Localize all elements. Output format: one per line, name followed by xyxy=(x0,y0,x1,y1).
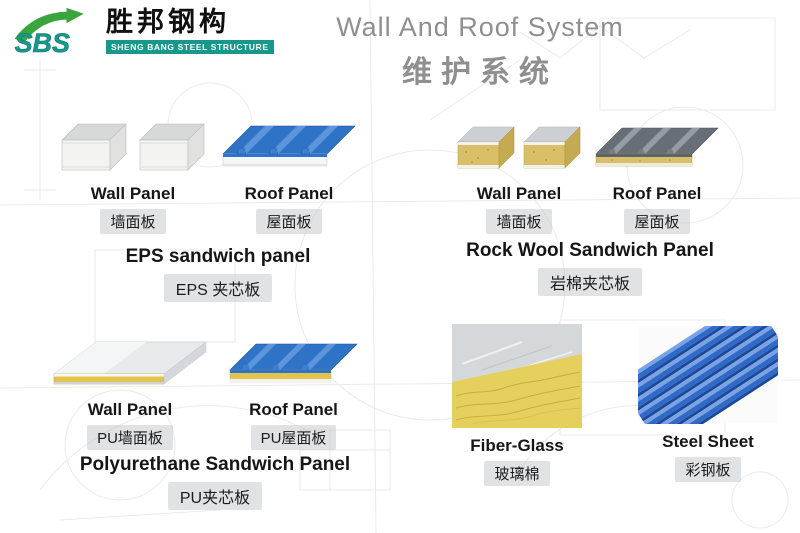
section-rock-wool-heading: Rock Wool Sandwich Panel 岩棉夹芯板 xyxy=(430,240,750,296)
section-title-zh: 岩棉夹芯板 xyxy=(537,268,642,296)
section-eps-heading: EPS sandwich panel EPS 夹芯板 xyxy=(63,246,373,302)
product-label-zh: 彩钢板 xyxy=(675,457,741,482)
product-steel-sheet: Steel Sheet 彩钢板 xyxy=(638,326,778,482)
pu-wall-panel-image xyxy=(50,336,210,392)
section-title-en: EPS sandwich panel xyxy=(125,246,311,267)
company-logo: SBS 胜邦钢构 SHENG BANG STEEL STRUCTURE xyxy=(10,6,274,56)
section-title-zh: PU夹芯板 xyxy=(167,482,263,510)
section-title-en: Rock Wool Sandwich Panel xyxy=(466,240,714,261)
logo-abbr: SBS xyxy=(15,28,70,56)
page-header: Wall And Roof System 维护系统 xyxy=(160,12,800,91)
eps-wall-panel-image xyxy=(58,118,208,176)
product-label-zh: 屋面板 xyxy=(624,209,690,234)
product-label-en: Fiber-Glass xyxy=(470,436,564,455)
product-label-zh: 墙面板 xyxy=(486,209,552,234)
product-label-zh: 屋面板 xyxy=(256,209,322,234)
section-title-zh: EPS 夹芯板 xyxy=(163,274,273,302)
section-title-en: Polyurethane Sandwich Panel xyxy=(79,454,351,475)
product-label-en: Wall Panel xyxy=(87,400,173,419)
rock-wool-roof-panel-image xyxy=(592,116,722,176)
product-pu-wall-panel: Wall Panel PU墙面板 xyxy=(50,336,210,450)
product-label-zh: 玻璃棉 xyxy=(484,461,550,486)
product-pu-roof-panel: Roof Panel PU屋面板 xyxy=(226,332,361,450)
product-eps-wall-panel: Wall Panel 墙面板 xyxy=(58,118,208,234)
product-label-zh: 墙面板 xyxy=(100,209,166,234)
eps-roof-panel-image xyxy=(219,112,359,176)
product-fiber-glass: Fiber-Glass 玻璃棉 xyxy=(452,324,582,486)
product-eps-roof-panel: Roof Panel 屋面板 xyxy=(219,112,359,234)
logo-text: 胜邦钢构 SHENG BANG STEEL STRUCTURE xyxy=(106,7,274,54)
product-label-en: Roof Panel xyxy=(244,184,334,203)
company-name-en: SHENG BANG STEEL STRUCTURE xyxy=(106,39,274,54)
sbs-logo-icon: SBS xyxy=(14,7,84,56)
product-label-en: Roof Panel xyxy=(612,184,702,203)
product-label-en: Wall Panel xyxy=(90,184,176,203)
rock-wool-wall-panel-image xyxy=(454,122,584,176)
fiber-glass-image xyxy=(452,324,582,428)
product-label-en: Roof Panel xyxy=(249,400,338,419)
page-title: Wall And Roof System xyxy=(336,12,624,42)
product-rock-wool-roof-panel: Roof Panel 屋面板 xyxy=(592,116,722,234)
company-name-zh: 胜邦钢构 xyxy=(106,7,230,38)
page-title-zh: 维护系统 xyxy=(402,56,558,89)
pu-roof-panel-image xyxy=(226,332,361,392)
product-label-zh: PU屋面板 xyxy=(250,425,337,450)
section-polyurethane-heading: Polyurethane Sandwich Panel PU夹芯板 xyxy=(55,454,375,510)
product-label-zh: PU墙面板 xyxy=(87,425,173,450)
product-label-en: Wall Panel xyxy=(476,184,562,203)
steel-sheet-image xyxy=(638,326,778,424)
product-label-en: Steel Sheet xyxy=(662,432,754,451)
product-rock-wool-wall-panel: Wall Panel 墙面板 xyxy=(454,122,584,234)
